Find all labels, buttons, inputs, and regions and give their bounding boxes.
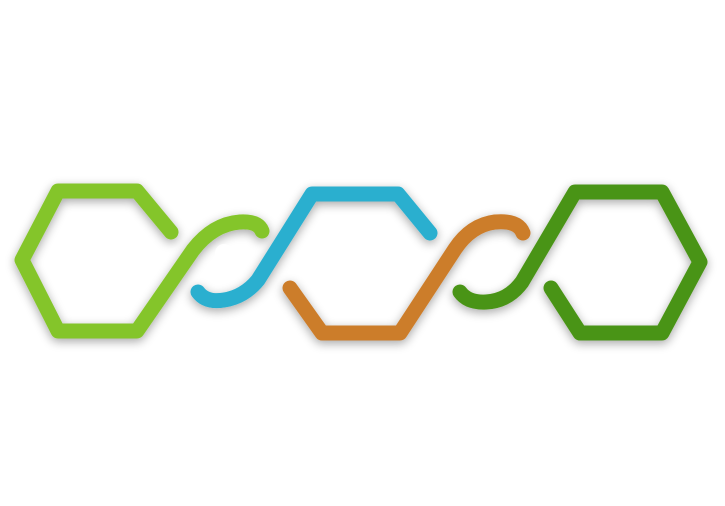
sparkle-dot (406, 268, 414, 276)
dark-green-hexagon-link (452, 184, 708, 341)
light-green-hexagon-link (14, 183, 270, 339)
sparkle-dot (215, 244, 233, 262)
blue-hexagon-link (190, 186, 438, 309)
sparkle-highlights (215, 229, 511, 276)
sparkle-dot (392, 229, 398, 235)
sparkle-dot (480, 248, 500, 268)
orange-hexagon-link (282, 214, 531, 341)
sparkle-dot (228, 254, 240, 266)
sparkle-dot (499, 262, 511, 274)
